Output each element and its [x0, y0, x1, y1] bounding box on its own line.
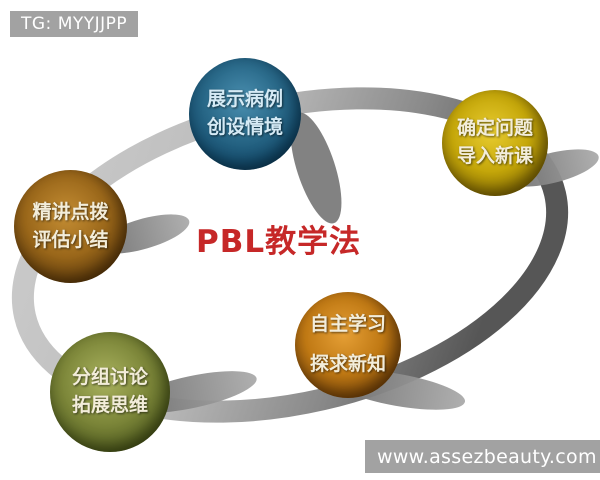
node-lecture-evaluate: 精讲点拨 评估小结 [14, 170, 127, 283]
node-group-discussion: 分组讨论 拓展思维 [50, 332, 170, 452]
node-label-line: 自主学习 [309, 313, 386, 336]
diagram-title: PBL教学法 [196, 224, 362, 260]
node-present-case: 展示病例 创设情境 [189, 58, 301, 170]
node-label-line: 评估小结 [32, 228, 109, 251]
watermark-badge-top: TG: MYYJJPP [10, 11, 139, 37]
node-shadow [290, 112, 342, 224]
node-label-line: 导入新课 [456, 145, 533, 167]
node-label-line: 分组讨论 [71, 366, 148, 389]
watermark-badge-bottom: www.assezbeauty.com [365, 440, 600, 473]
node-label-line: 展示病例 [206, 88, 283, 111]
node-label-line: 拓展思维 [71, 394, 148, 416]
node-label-line: 精讲点拨 [32, 200, 109, 223]
node-label-line: 确定问题 [456, 117, 533, 140]
node-define-problem: 确定问题 导入新课 [442, 90, 548, 196]
node-label-line: 探求新知 [309, 353, 386, 375]
node-self-study: 自主学习 探求新知 [295, 292, 401, 398]
node-label-line: 创设情境 [206, 116, 283, 138]
